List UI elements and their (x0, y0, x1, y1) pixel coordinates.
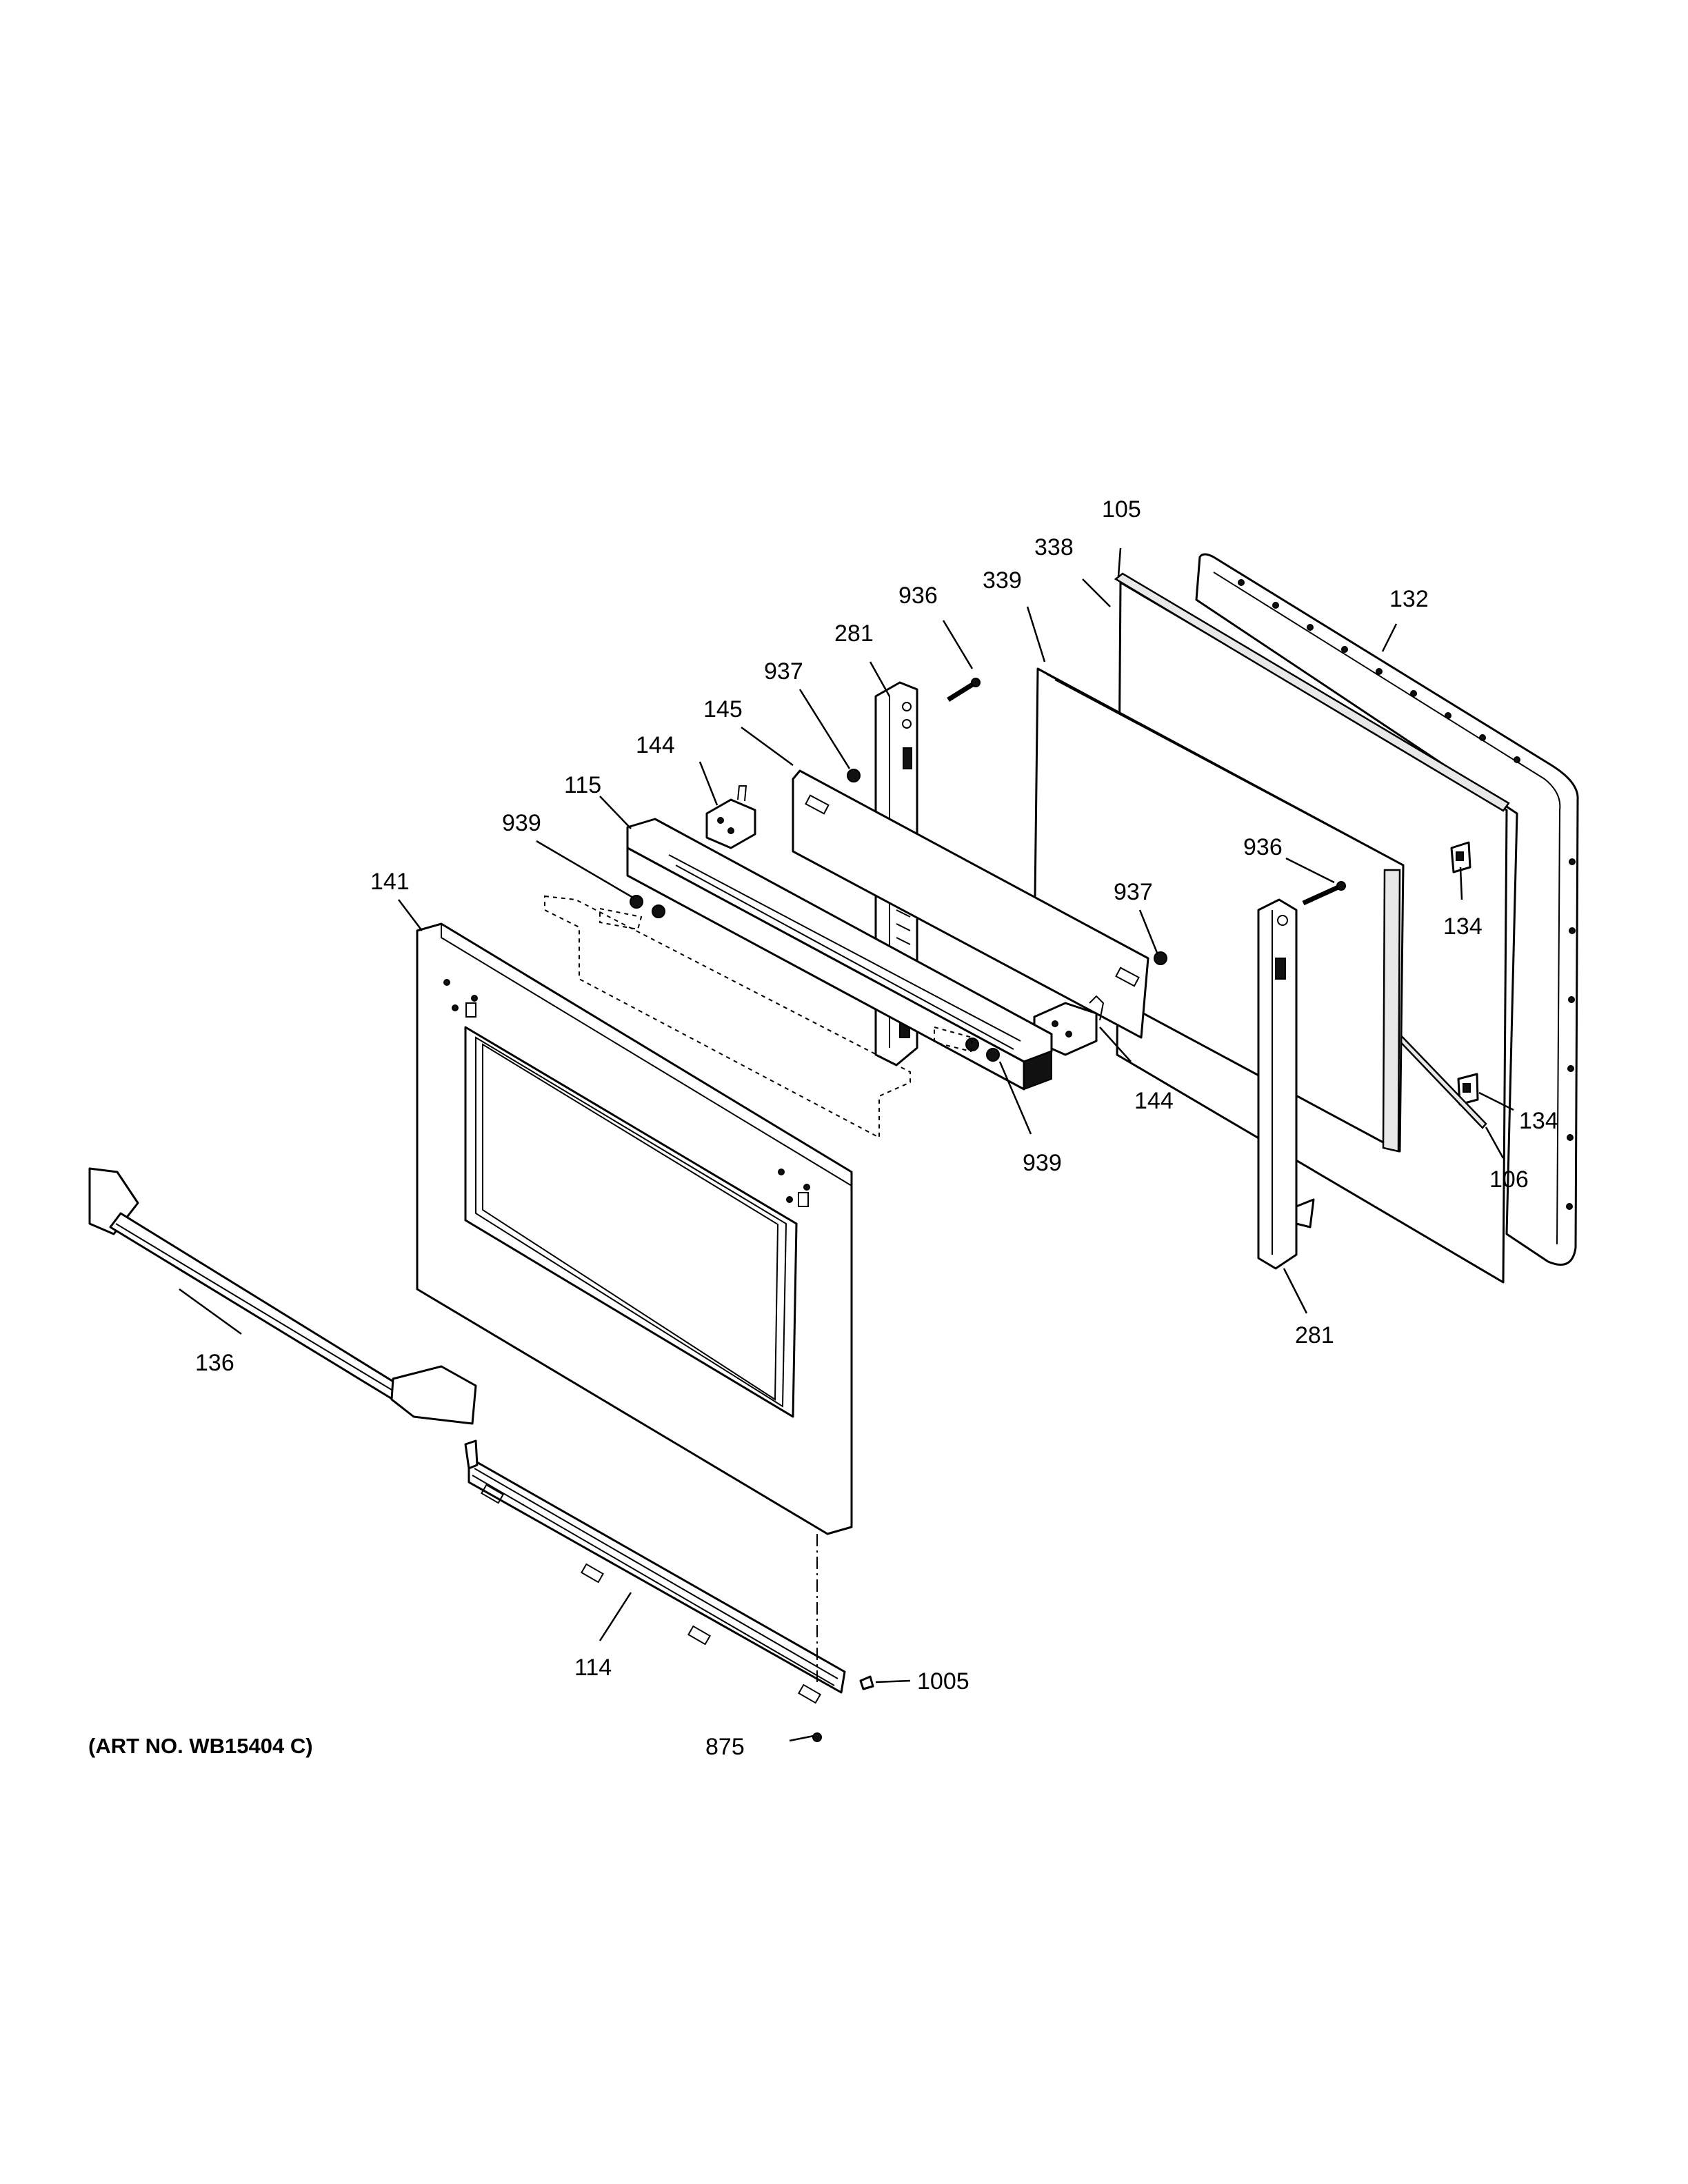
callout-141: 141 (370, 869, 410, 895)
part-937-screw-right (1154, 951, 1167, 965)
part-281-hinge-right (1257, 898, 1315, 1270)
part-114-bottom-trim (464, 1439, 846, 1704)
callout-939-bottom: 939 (1023, 1150, 1062, 1176)
callout-936-right: 936 (1243, 834, 1283, 860)
part-939-screws-bottom (965, 1038, 1000, 1062)
part-875-screw (812, 1732, 822, 1742)
callout-937-right: 937 (1114, 879, 1153, 905)
part-105-top-trim (1114, 572, 1510, 812)
callout-134-bottom: 134 (1519, 1108, 1558, 1134)
part-141-outer-door (416, 922, 853, 1535)
part-939-screws-top (630, 895, 665, 918)
callout-114: 114 (574, 1655, 612, 1681)
callout-132: 132 (1389, 586, 1429, 612)
part-339-glass-assembly (1033, 667, 1405, 1153)
callout-labels: 105 338 132 339 936 281 937 145 144 115 … (88, 496, 1558, 1760)
callout-281-top: 281 (834, 620, 874, 647)
callout-875: 875 (705, 1734, 745, 1760)
callout-106: 106 (1489, 1166, 1529, 1193)
callout-144-right: 144 (1134, 1088, 1174, 1114)
callout-338: 338 (1034, 534, 1074, 560)
part-1005-pin (859, 1675, 874, 1690)
phantom-insulation (544, 895, 974, 1139)
callout-936-top: 936 (898, 583, 938, 609)
callout-105: 105 (1102, 496, 1141, 523)
part-134-clip-upper (1450, 841, 1471, 873)
callout-134-top: 134 (1443, 913, 1483, 940)
callout-136: 136 (195, 1350, 234, 1376)
callout-115: 115 (564, 772, 601, 798)
callout-145: 145 (703, 696, 743, 722)
leader-lines (179, 547, 1514, 1742)
callout-339: 339 (983, 567, 1022, 594)
part-936-screw-top (947, 678, 981, 702)
part-136-handle (88, 1167, 477, 1425)
part-936-screw-right (1302, 881, 1346, 906)
part-937-screw-top (847, 769, 861, 782)
part-115-top-channel (626, 818, 1053, 1091)
part-132-door-gasket (1195, 553, 1579, 1266)
callout-937-top: 937 (764, 658, 803, 685)
callout-1005: 1005 (917, 1668, 969, 1695)
callout-144-left: 144 (636, 732, 675, 758)
part-144-bracket-left (705, 785, 756, 849)
callout-281-bottom: 281 (1295, 1322, 1334, 1348)
part-145-channel-plate (792, 769, 1149, 1039)
callout-939-top: 939 (502, 810, 541, 836)
art-number: (ART NO. WB15404 C) (88, 1734, 313, 1758)
